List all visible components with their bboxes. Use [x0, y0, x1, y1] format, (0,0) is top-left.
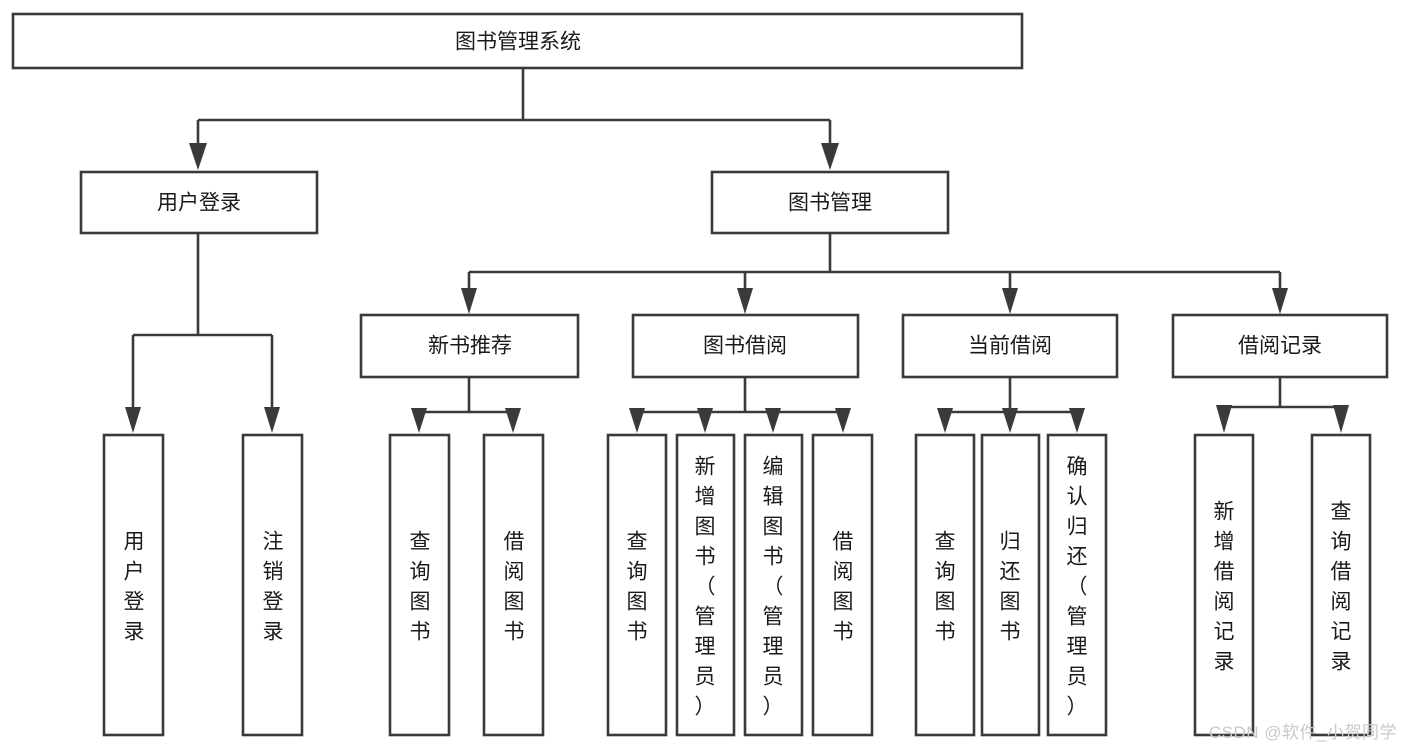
csdn-watermark: CSDN @软件_小贺同学 [1208, 723, 1397, 742]
leaf-book-borrow-query-book[interactable]: 查询图书 [606, 433, 668, 737]
leaf-book-borrow-add-book[interactable]: 新增图书（管理员） [675, 433, 736, 737]
arrowhead-user-login-leaf2 [264, 407, 280, 433]
leaf-label-current-borrow-return-book: 归还图书 [1000, 530, 1021, 643]
leaf-box-new-book-borrow-book[interactable] [482, 433, 545, 737]
leaf-current-borrow-return-book[interactable]: 归还图书 [980, 433, 1041, 737]
leaf-box-current-borrow-return-book[interactable] [980, 433, 1041, 737]
arrowhead-user-login-leaf1 [125, 407, 141, 433]
node-book-borrow[interactable]: 图书借阅 [631, 313, 860, 379]
connector-layer [125, 68, 1349, 433]
node-box-new-book-recommend[interactable] [359, 313, 580, 379]
node-book-management[interactable]: 图书管理 [710, 170, 950, 235]
arrowhead-new-book-rec-leaf2 [505, 408, 521, 433]
leaf-label-borrow-record-query-record: 查询借阅记录 [1331, 500, 1352, 673]
arrowhead-new-book-rec-leaf1 [411, 408, 427, 433]
leaf-label-new-book-borrow-book: 借阅图书 [504, 530, 525, 643]
node-label-root: 图书管理系统 [455, 31, 581, 54]
node-user-login[interactable]: 用户登录 [79, 170, 319, 235]
node-box-book-borrow[interactable] [631, 313, 860, 379]
leaf-label-current-borrow-query-book: 查询图书 [935, 530, 956, 643]
arrowhead-to-book-borrow [737, 288, 753, 314]
node-box-borrow-record[interactable] [1171, 313, 1389, 379]
leaf-label-new-book-query-book: 查询图书 [410, 530, 431, 643]
arrowhead-root-to-book-mgmt [821, 143, 839, 170]
node-label-book-borrow: 图书借阅 [703, 335, 787, 358]
node-label-borrow-record: 借阅记录 [1238, 335, 1322, 358]
arrowhead-current-borrow-leaf2 [1002, 408, 1018, 433]
node-box-current-borrow[interactable] [901, 313, 1119, 379]
arrowhead-book-borrow-leaf2 [697, 408, 713, 433]
node-box-book-management[interactable] [710, 170, 950, 235]
arrowhead-book-borrow-leaf1 [629, 408, 645, 433]
leaf-book-borrow-borrow-book[interactable]: 借阅图书 [811, 433, 874, 737]
arrowhead-to-new-book-rec [461, 288, 477, 314]
arrowhead-book-borrow-leaf4 [835, 408, 851, 433]
leaf-new-book-query-book[interactable]: 查询图书 [388, 433, 451, 737]
arrowhead-book-borrow-leaf3 [765, 408, 781, 433]
leaf-book-borrow-edit-book[interactable]: 编辑图书（管理员） [743, 433, 804, 737]
leaf-box-user-login-logout[interactable] [241, 433, 304, 737]
leaf-borrow-record-add-record[interactable]: 新增借阅记录 [1193, 433, 1255, 737]
leaf-box-user-login-login[interactable] [102, 433, 165, 737]
leaf-box-book-borrow-borrow-book[interactable] [811, 433, 874, 737]
node-box-user-login[interactable] [79, 170, 319, 235]
node-label-book-management: 图书管理 [788, 192, 872, 215]
leaf-label-book-borrow-edit-book: 编辑图书（管理员） [763, 455, 784, 718]
leaf-label-user-login-logout: 注销登录 [263, 530, 284, 643]
node-label-user-login: 用户登录 [157, 192, 241, 215]
leaf-box-current-borrow-confirm-return[interactable] [1046, 433, 1108, 737]
node-borrow-record[interactable]: 借阅记录 [1171, 313, 1389, 379]
arrowhead-to-current-borrow [1002, 288, 1018, 314]
leaf-label-user-login-login: 用户登录 [124, 530, 145, 643]
leaf-box-book-borrow-query-book[interactable] [606, 433, 668, 737]
leaf-box-book-borrow-add-book[interactable] [675, 433, 736, 737]
arrowhead-current-borrow-leaf3 [1069, 408, 1085, 433]
arrowhead-borrow-record-leaf1 [1216, 405, 1232, 433]
node-label-new-book-recommend: 新书推荐 [428, 335, 512, 358]
node-root-book-management-system[interactable]: 图书管理系统 [11, 12, 1024, 70]
leaf-box-borrow-record-query-record[interactable] [1310, 433, 1372, 737]
node-new-book-recommend[interactable]: 新书推荐 [359, 313, 580, 379]
leaf-label-book-borrow-add-book: 新增图书（管理员） [695, 455, 716, 718]
leaf-label-book-borrow-borrow-book: 借阅图书 [833, 530, 854, 643]
leaf-box-new-book-query-book[interactable] [388, 433, 451, 737]
leaf-user-login-login[interactable]: 用户登录 [102, 433, 165, 737]
leaf-user-login-logout[interactable]: 注销登录 [241, 433, 304, 737]
arrowhead-borrow-record-leaf2 [1333, 405, 1349, 433]
leaf-label-book-borrow-query-book: 查询图书 [627, 530, 648, 643]
leaf-label-current-borrow-confirm-return: 确认归还（管理员） [1067, 455, 1088, 718]
leaf-borrow-record-query-record[interactable]: 查询借阅记录 [1310, 433, 1372, 737]
node-label-current-borrow: 当前借阅 [968, 335, 1052, 358]
leaf-new-book-borrow-book[interactable]: 借阅图书 [482, 433, 545, 737]
leaf-box-current-borrow-query-book[interactable] [914, 433, 976, 737]
leaf-label-borrow-record-add-record: 新增借阅记录 [1214, 500, 1235, 673]
leaf-box-book-borrow-edit-book[interactable] [743, 433, 804, 737]
leaf-box-borrow-record-add-record[interactable] [1193, 433, 1255, 737]
node-current-borrow[interactable]: 当前借阅 [901, 313, 1119, 379]
arrowhead-to-borrow-record [1272, 288, 1288, 314]
leaf-current-borrow-query-book[interactable]: 查询图书 [914, 433, 976, 737]
arrowhead-root-to-user-login [189, 143, 207, 170]
arrowhead-current-borrow-leaf1 [937, 408, 953, 433]
node-box-root[interactable] [11, 12, 1024, 70]
leaf-current-borrow-confirm-return[interactable]: 确认归还（管理员） [1046, 433, 1108, 737]
